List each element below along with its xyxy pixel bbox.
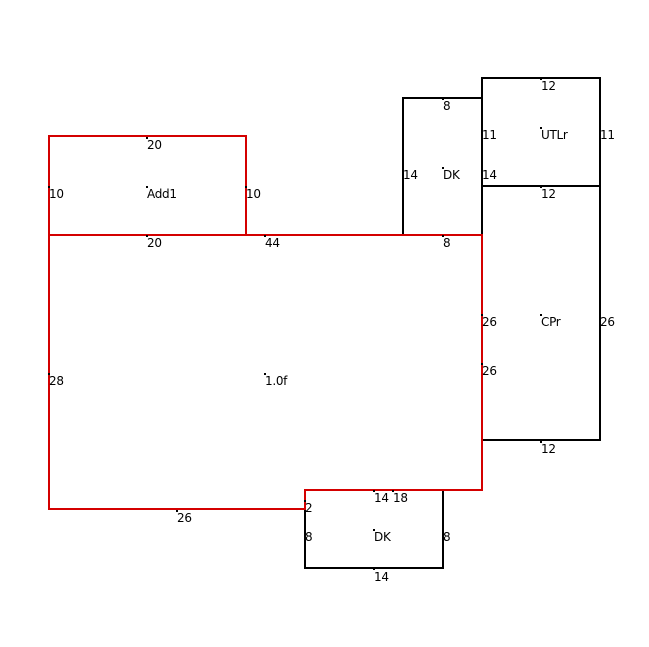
dk-bottom-top-dimension: 14 bbox=[374, 491, 389, 505]
marker-dot bbox=[146, 137, 148, 139]
add1-top-dimension: 20 bbox=[147, 138, 162, 152]
marker-dot bbox=[392, 490, 394, 492]
dk-top-bottom-dimension: 8 bbox=[443, 236, 451, 250]
dk-top-right-dimension: 14 bbox=[482, 168, 497, 182]
dk-bottom-right-dimension: 8 bbox=[443, 530, 451, 544]
marker-dot bbox=[442, 167, 444, 169]
marker-dot bbox=[599, 127, 601, 129]
utlr-right-dimension: 11 bbox=[600, 128, 615, 142]
utlr-top-dimension: 12 bbox=[541, 79, 556, 93]
room-main-outline bbox=[48, 234, 483, 510]
add1-left-dimension: 10 bbox=[49, 187, 64, 201]
utlr-room-name: UTLr bbox=[541, 128, 568, 142]
marker-dot bbox=[481, 314, 483, 316]
marker-dot bbox=[146, 235, 148, 237]
marker-dot bbox=[146, 186, 148, 188]
dk-bottom-bottom-dimension: 14 bbox=[374, 570, 389, 584]
marker-dot bbox=[540, 441, 542, 443]
marker-dot bbox=[264, 235, 266, 237]
marker-dot bbox=[304, 500, 306, 502]
add1-room-name: Add1 bbox=[147, 187, 177, 201]
add1-right-dimension: 10 bbox=[246, 187, 261, 201]
add1-bottom-dimension: 20 bbox=[147, 236, 162, 250]
cpr-left-dimension: 26 bbox=[482, 315, 497, 329]
cpr-room-name: CPr bbox=[541, 315, 561, 329]
main-right-dimension: 26 bbox=[482, 364, 497, 378]
marker-dot bbox=[481, 363, 483, 365]
marker-dot bbox=[48, 373, 50, 375]
marker-dot bbox=[402, 167, 404, 169]
marker-dot bbox=[540, 314, 542, 316]
utlr-left-dimension: 11 bbox=[482, 128, 497, 142]
main-room-name: 1.0f bbox=[265, 374, 288, 388]
marker-dot bbox=[540, 186, 542, 188]
marker-dot bbox=[442, 98, 444, 100]
utlr-bottom-dimension: 12 bbox=[541, 187, 556, 201]
cpr-right-dimension: 26 bbox=[600, 315, 615, 329]
marker-dot bbox=[245, 186, 247, 188]
marker-dot bbox=[599, 314, 601, 316]
main-left-dimension: 28 bbox=[49, 374, 64, 388]
marker-dot bbox=[373, 490, 375, 492]
marker-dot bbox=[176, 510, 178, 512]
dk-top-room-name: DK bbox=[443, 168, 460, 182]
dk-bottom-room-name: DK bbox=[374, 530, 391, 544]
dk-top-left-dimension: 14 bbox=[403, 168, 418, 182]
cpr-bottom-dimension: 12 bbox=[541, 442, 556, 456]
marker-dot bbox=[442, 529, 444, 531]
marker-dot bbox=[304, 529, 306, 531]
marker-dot bbox=[264, 373, 266, 375]
marker-dot bbox=[481, 127, 483, 129]
dk-bottom-left-dimension: 8 bbox=[305, 530, 313, 544]
marker-dot bbox=[540, 127, 542, 129]
marker-dot bbox=[48, 186, 50, 188]
marker-dot bbox=[373, 568, 375, 570]
main-bottom-dimension: 26 bbox=[177, 511, 192, 525]
room-cpr-outline bbox=[481, 185, 601, 441]
marker-dot bbox=[540, 78, 542, 80]
marker-dot bbox=[442, 235, 444, 237]
main-step-dimension: 2 bbox=[305, 501, 313, 515]
main-bottom-right-dimension: 18 bbox=[393, 491, 408, 505]
main-top-dimension: 44 bbox=[265, 236, 280, 250]
dk-top-top-dimension: 8 bbox=[443, 99, 451, 113]
marker-dot bbox=[481, 167, 483, 169]
marker-dot bbox=[373, 529, 375, 531]
